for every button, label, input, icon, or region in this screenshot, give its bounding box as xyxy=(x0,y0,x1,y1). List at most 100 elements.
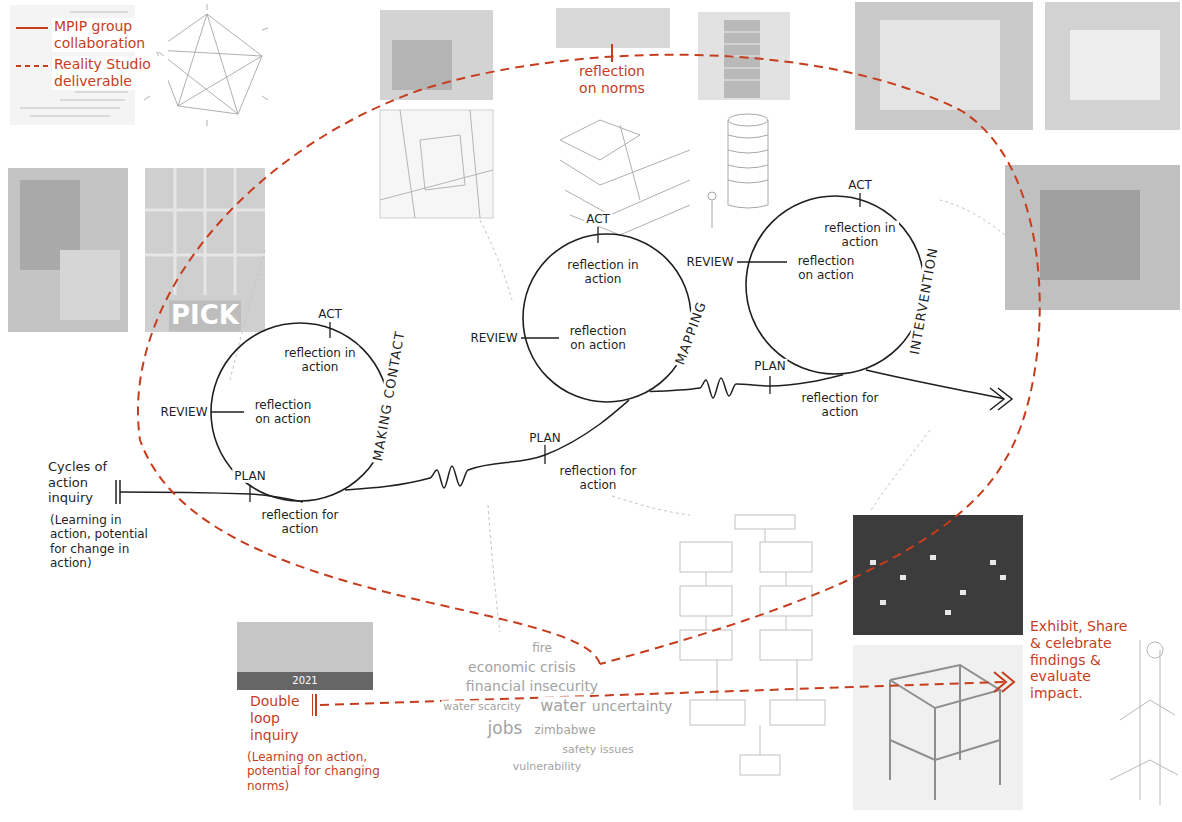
inquiry-note: (Learning in action, potential for chang… xyxy=(48,513,164,571)
flow-chart xyxy=(786,616,787,630)
flow-chart xyxy=(680,586,732,616)
tick-mark xyxy=(544,444,545,464)
window-photo xyxy=(145,168,265,295)
leader-line xyxy=(230,200,1005,632)
word-cloud-word: water scarcity xyxy=(441,700,523,713)
spiral-line xyxy=(115,480,117,504)
legend-text: MPIP group collaboration xyxy=(52,18,168,52)
double-loop-line xyxy=(138,55,1040,664)
double-loop-line xyxy=(611,44,613,62)
street-sketch xyxy=(560,150,690,185)
tick-mark xyxy=(211,411,244,412)
radar-chart xyxy=(156,14,262,114)
leader-line xyxy=(940,200,1005,235)
build-photo xyxy=(1040,190,1140,280)
cycle-circle xyxy=(523,234,691,402)
tank-sketch xyxy=(768,120,769,205)
exhibit-photo xyxy=(990,560,996,565)
leader-line xyxy=(870,430,930,512)
flow-chart xyxy=(680,542,732,572)
site-map xyxy=(380,110,493,218)
word-cloud-word: fire xyxy=(530,641,554,655)
exhibit-photo xyxy=(960,590,966,595)
norms-note: reflection on norms xyxy=(567,63,657,97)
legend-entry: Reality Studio deliverable xyxy=(14,56,168,90)
scaffold-render xyxy=(889,680,891,780)
drawing-photo xyxy=(1045,2,1180,130)
tick-mark xyxy=(521,337,559,338)
aerial-photo xyxy=(237,622,373,690)
exhibit-sketch xyxy=(1140,640,1141,800)
review-label: REVIEW xyxy=(468,331,519,345)
double-loop-line xyxy=(1002,672,1014,692)
site-map xyxy=(400,110,415,218)
word-cloud-word: economic crisis xyxy=(466,659,578,676)
flow-chart xyxy=(740,755,780,775)
leader-line xyxy=(488,505,500,632)
flow-chart xyxy=(706,572,707,586)
tick-mark xyxy=(249,486,250,502)
street-sketch xyxy=(620,125,640,200)
workshop-photo xyxy=(8,168,128,332)
word-cloud-word: financial insecurity xyxy=(464,678,600,695)
tick-mark xyxy=(737,261,787,262)
tick-mark xyxy=(329,322,330,338)
reflection-note: reflection for action xyxy=(257,508,343,537)
legend-entry: MPIP group collaboration xyxy=(14,18,168,52)
poster-image xyxy=(30,115,110,117)
flow-chart xyxy=(706,529,797,755)
inquiry-heading: Cycles of action inquiry xyxy=(46,459,114,506)
street-sketch xyxy=(560,120,690,235)
photo-caption: PICK xyxy=(169,300,241,331)
poster-image xyxy=(60,99,125,101)
reflection-note: reflection for action xyxy=(797,391,883,420)
cycle-name: MAKING CONTACT xyxy=(370,328,409,465)
leader-line xyxy=(480,220,512,300)
exhibit-photo xyxy=(1000,575,1006,580)
window-photo xyxy=(145,254,265,257)
photo-caption: 2021 xyxy=(290,675,319,687)
exhibit-sketch xyxy=(1147,642,1163,658)
flow-chart xyxy=(760,586,812,616)
scaffold-render xyxy=(853,645,1023,810)
review-label: REVIEW xyxy=(158,405,209,419)
exhibit-photo xyxy=(853,515,1023,635)
scaffold-render xyxy=(934,708,936,800)
word-cloud-word: water xyxy=(538,696,588,715)
flow-chart xyxy=(760,542,812,572)
flow-chart xyxy=(770,700,825,725)
poster-image xyxy=(75,91,128,93)
tick-mark xyxy=(211,193,860,502)
flow-chart xyxy=(690,700,745,725)
legend-line-sample xyxy=(14,59,52,73)
build-photo xyxy=(1005,165,1180,310)
drawing-photo xyxy=(1070,30,1160,100)
scaffold-render xyxy=(959,665,961,760)
flow-chart xyxy=(717,660,718,700)
double-loop-heading: Double loop inquiry xyxy=(248,693,312,743)
exhibit-photo xyxy=(945,610,951,615)
photo-collage xyxy=(8,2,1180,810)
legend-text: Reality Studio deliverable xyxy=(52,56,168,90)
drawing-photo xyxy=(855,2,1033,130)
cycle-node: MAPPINGACTreflection in actionREVIEWrefl… xyxy=(522,233,692,403)
site-photo xyxy=(380,10,493,100)
tank-photo xyxy=(724,43,760,45)
act-label: ACT xyxy=(846,178,874,192)
flow-chart xyxy=(680,630,732,660)
street-sketch xyxy=(570,205,690,235)
tank-sketch xyxy=(728,114,768,126)
flow-chart xyxy=(760,725,761,755)
radar-chart xyxy=(207,120,208,126)
window-photo xyxy=(145,209,265,212)
tank-sketch xyxy=(728,120,729,205)
street-photo xyxy=(556,8,670,48)
reflection-note: reflection in action xyxy=(564,258,642,287)
word-cloud-word: safety issues xyxy=(560,743,635,756)
site-map xyxy=(470,110,480,218)
flow-chart xyxy=(765,529,766,542)
cycle-node: INTERVENTIONACTreflection in actionREVIE… xyxy=(745,195,925,375)
poster-image xyxy=(70,11,128,13)
site-map xyxy=(380,110,493,218)
